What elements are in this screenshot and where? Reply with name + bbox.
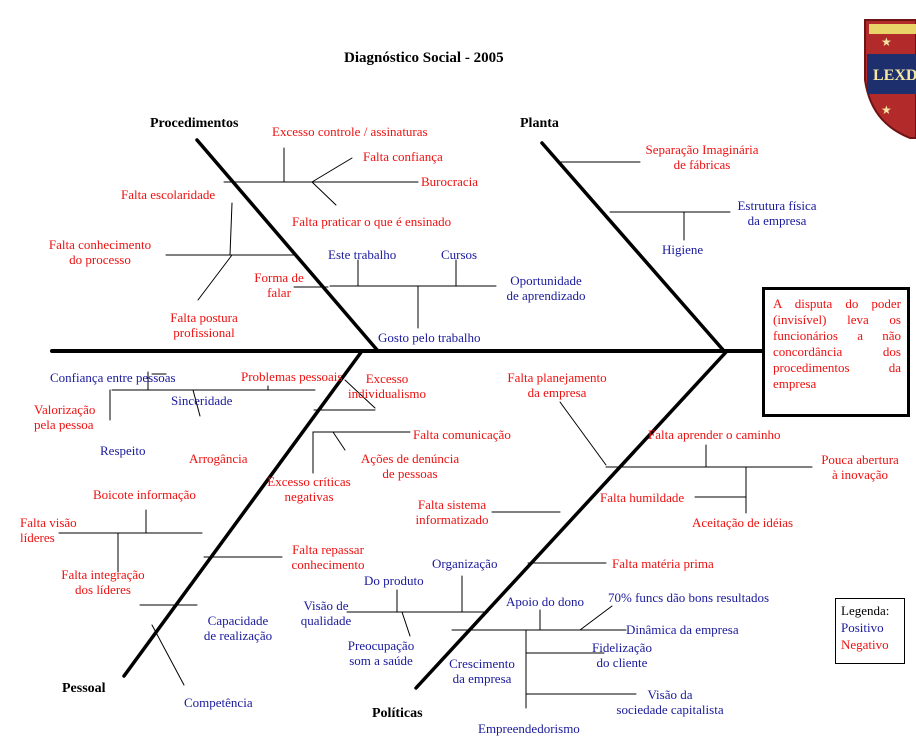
- cause-label: Falta comunicação: [413, 427, 511, 442]
- bone-politicas: [414, 349, 729, 690]
- cause-label: Competência: [184, 695, 253, 710]
- cause-label: Empreendedorismo: [478, 721, 580, 736]
- cause-label: Este trabalho: [328, 247, 397, 262]
- cause-label: Do produto: [364, 573, 424, 588]
- cause-label: Falta matéria prima: [612, 556, 714, 571]
- legend-negative: Negativo: [841, 637, 889, 652]
- cause-label: Falta escolaridade: [121, 187, 216, 202]
- cause-label: Falta confiança: [363, 149, 443, 164]
- bone-planta: [540, 141, 726, 353]
- category-politicas: Políticas: [372, 706, 423, 721]
- problem-statement: A disputa do poder (invisível) leva os f…: [762, 287, 910, 417]
- cause-label: Problemas pessoais: [241, 369, 343, 384]
- cause-label: Dinâmica da empresa: [626, 622, 739, 637]
- cause-label: Burocracia: [421, 174, 479, 189]
- cause-label: Sinceridade: [171, 393, 233, 408]
- cause-label: Gosto pelo trabalho: [378, 330, 481, 345]
- cause-label: Confiança entre pessoas: [50, 370, 176, 385]
- legend: Legenda: Positivo Negativo: [835, 598, 905, 664]
- cause-label: Excesso controle / assinaturas: [272, 124, 428, 139]
- cause-label: Organização: [432, 556, 498, 571]
- legend-heading: Legenda:: [841, 603, 890, 618]
- lexd-logo: LEXD ★ ★: [864, 19, 916, 139]
- cause-label: Higiene: [662, 242, 704, 257]
- category-procedimentos: Procedimentos: [150, 116, 239, 131]
- bone-pessoal: [122, 349, 364, 678]
- svg-text:★: ★: [881, 35, 892, 49]
- cause-label: Aceitação de idéias: [692, 515, 794, 530]
- cause-label: Respeito: [100, 443, 146, 458]
- svg-text:★: ★: [881, 103, 892, 117]
- bone-procedimentos: [195, 138, 380, 353]
- legend-positive: Positivo: [841, 620, 884, 635]
- cause-label: Falta praticar o que é ensinado: [292, 214, 452, 229]
- category-planta: Planta: [520, 116, 559, 131]
- cause-label: Falta humildade: [600, 490, 685, 505]
- cause-label: Falta aprender o caminho: [648, 427, 781, 442]
- cause-label: 70% funcs dão bons resultados: [608, 590, 770, 605]
- cause-label: Apoio do dono: [506, 594, 584, 609]
- category-pessoal: Pessoal: [62, 681, 106, 696]
- cause-label: Cursos: [441, 247, 478, 262]
- cause-label: Boicote informação: [93, 487, 196, 502]
- diagram-title: Diagnóstico Social - 2005: [344, 50, 504, 66]
- logo-text: LEXD: [873, 67, 916, 84]
- cause-label: Arrogância: [189, 451, 248, 466]
